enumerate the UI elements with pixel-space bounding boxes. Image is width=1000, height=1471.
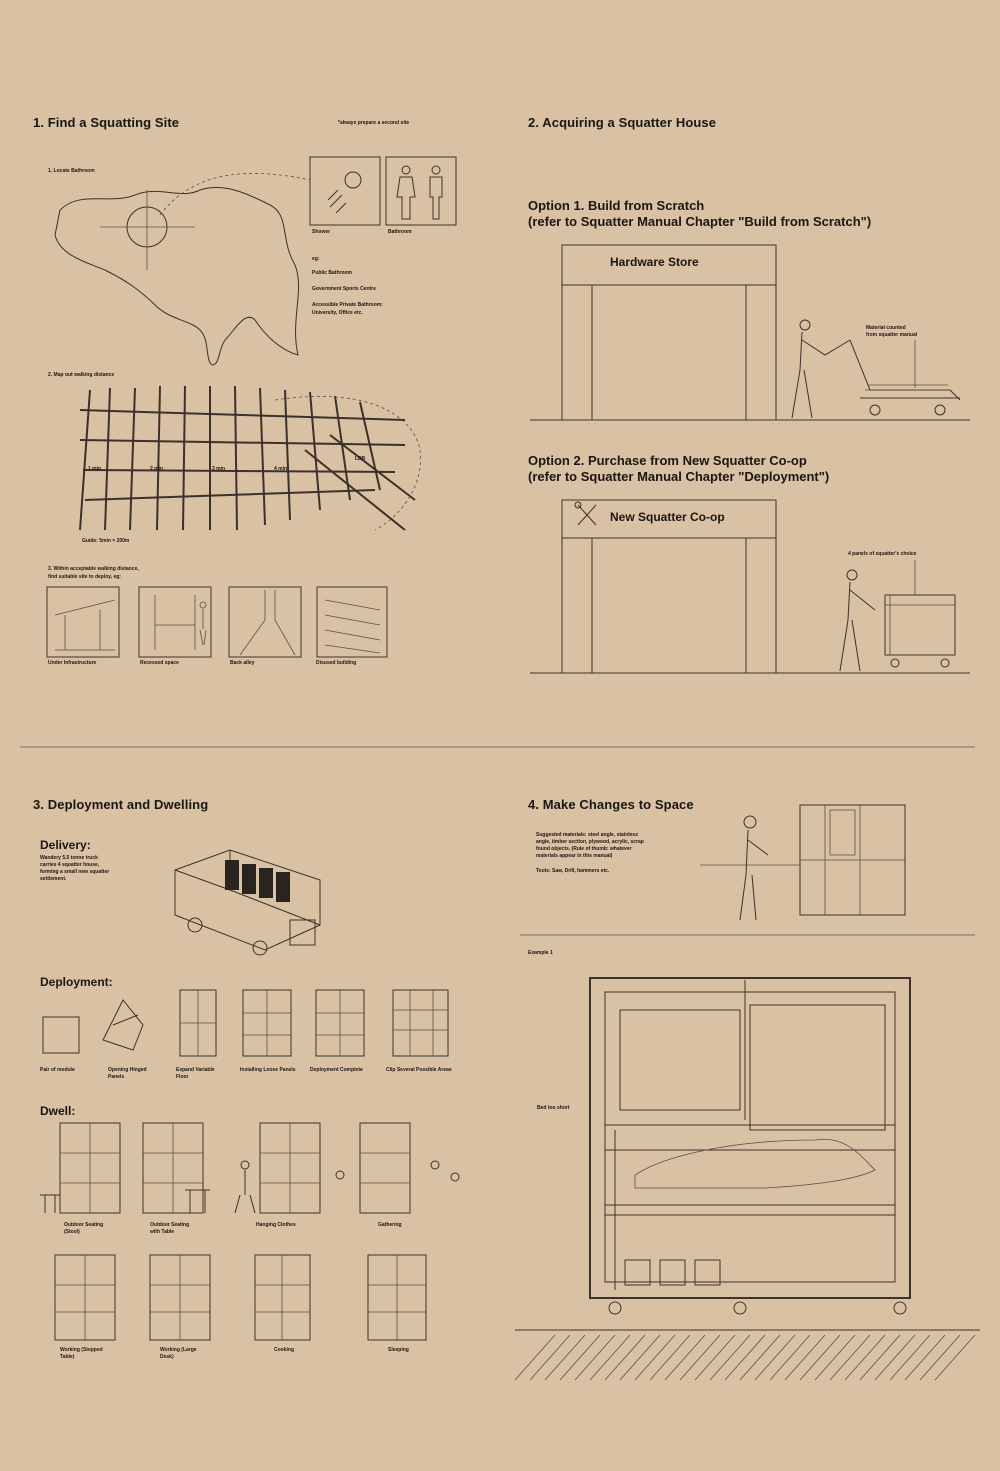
site-under-infrastructure: Under Infrastructure (48, 660, 97, 666)
dwell-r1-3: Hanging Clothes (256, 1222, 296, 1228)
toilet-icon (396, 165, 443, 220)
dwell-row2-drawings (54, 1254, 427, 1341)
eg-label: eg: (312, 256, 320, 262)
street-grid-map (79, 385, 421, 531)
site-recessed-space: Recessed space (140, 660, 179, 666)
deployment-heading: Deployment: (40, 975, 113, 989)
coop-store-drawing (530, 499, 970, 674)
site-sketches (46, 586, 388, 658)
hardware-store-drawing (530, 244, 970, 421)
panel4-title: 4. Make Changes to Space (528, 797, 694, 812)
option2-line2: (refer to Squatter Manual Chapter "Deplo… (528, 469, 830, 484)
materials-text-1: Suggested materials: steel angle, stainl… (536, 832, 638, 838)
map-scale: Guide: 5min = 200m (82, 538, 130, 544)
deploy-step-5: Deployment Complete (310, 1067, 363, 1073)
step3-line2: find suitable site to deploy, eg: (48, 574, 121, 580)
option1-line1: Option 1. Build from Scratch (528, 198, 705, 213)
shower-icon (327, 171, 362, 214)
deploy-step-2: Opening Hinged Panels (108, 1067, 147, 1080)
dwell-r1-4: Gathering (378, 1222, 402, 1228)
dwell-r2-3: Cooking (274, 1347, 294, 1353)
delivery-heading: Delivery: (40, 838, 91, 852)
dwell-r2-4: Sleeping (388, 1347, 409, 1353)
delivery-text-1: Wandery 5.5 tonne truck (40, 855, 98, 861)
panel2-title: 2. Acquiring a Squatter House (528, 115, 717, 130)
map-tick-1: 1 min (88, 466, 102, 472)
step1-label: 1. Locate Bathroom (48, 168, 95, 174)
materials-text-3: found objects. (Rule of thumb: whatever (536, 846, 632, 852)
deploy-step-1: Pair of module (40, 1067, 75, 1073)
tools-icon (574, 501, 597, 526)
dwell-r2-2: Working (Large Desk) (160, 1347, 197, 1360)
eg-item-4: University, Office etc. (312, 310, 363, 316)
delivery-text-3: forming a small new squatter (40, 869, 110, 875)
deploy-step-3: Expand Variable Floor (176, 1067, 215, 1080)
delivery-text-4: settlement. (40, 876, 67, 882)
map-tick-2: 2 min (150, 466, 164, 472)
person-with-cart (791, 319, 961, 419)
materials-text-4: materials appear in this manual) (536, 853, 613, 859)
map-tick-4: 4 min (274, 466, 288, 472)
materials-text-5: Tools: Saw, Drill, hammers etc. (536, 868, 610, 874)
panel3-title: 3. Deployment and Dwelling (33, 797, 209, 812)
bathroom-icons (309, 156, 457, 226)
eg-item-1: Public Bathroom (312, 270, 353, 276)
site-disused-building: Disused building (316, 660, 357, 666)
icon-label-bathroom: Bathroom (388, 229, 412, 235)
person-with-module (839, 569, 956, 672)
panel1-title: 1. Find a Squatting Site (33, 115, 180, 130)
map-tick-3: 3 min (212, 466, 226, 472)
person-and-module-drawing (700, 804, 906, 921)
dwell-row1-drawings (40, 1122, 460, 1214)
eg-item-3: Accessible Private Bathroom: (312, 302, 383, 308)
coop-store-sign: New Squatter Co-op (610, 510, 725, 524)
bed-too-short-label: Bed too short (537, 1105, 570, 1111)
dwell-r1-2: Outdoor Seating with Table (150, 1222, 190, 1235)
deploy-step-6: Clip Several Possible Areas (386, 1067, 452, 1073)
materials-text-2: angle, timber section, plywood, acrylic,… (536, 839, 644, 845)
step2-label: 2. Map out walking distance (48, 372, 115, 378)
delivery-text-2: carries 4 squatter house, (40, 862, 100, 868)
dwell-r1-1: Outdoor Seating (Stool) (64, 1222, 104, 1235)
material-note-line2: from squatter manual (866, 332, 918, 338)
icon-label-shower: Shower (312, 229, 331, 235)
site-back-alley: Back alley (230, 660, 255, 666)
option2-line1: Option 2. Purchase from New Squatter Co-… (528, 453, 807, 468)
truck-drawing (174, 849, 321, 956)
eg-item-2: Government Sports Centre (312, 286, 376, 292)
example-section-drawing (515, 977, 980, 1381)
material-note-line1: Material counted (866, 325, 906, 331)
deployment-sequence (42, 989, 449, 1057)
island-map-drawing (54, 172, 311, 366)
example-label: Example 1 (528, 950, 553, 956)
step3-line1: 3. Within acceptable walking distance, (48, 566, 139, 572)
map-marker: LDB (355, 456, 366, 462)
hardware-store-sign: Hardware Store (610, 255, 699, 269)
deploy-step-4: Installing Loose Panels (240, 1067, 296, 1073)
dwell-heading: Dwell: (40, 1104, 76, 1118)
option1-line2: (refer to Squatter Manual Chapter "Build… (528, 214, 872, 229)
panels-note: 4 panels of squatter's choice (848, 551, 917, 557)
panel1-note: *always prepare a second site (338, 120, 410, 126)
dwell-r2-1: Working (Stepped Table) (60, 1347, 103, 1360)
